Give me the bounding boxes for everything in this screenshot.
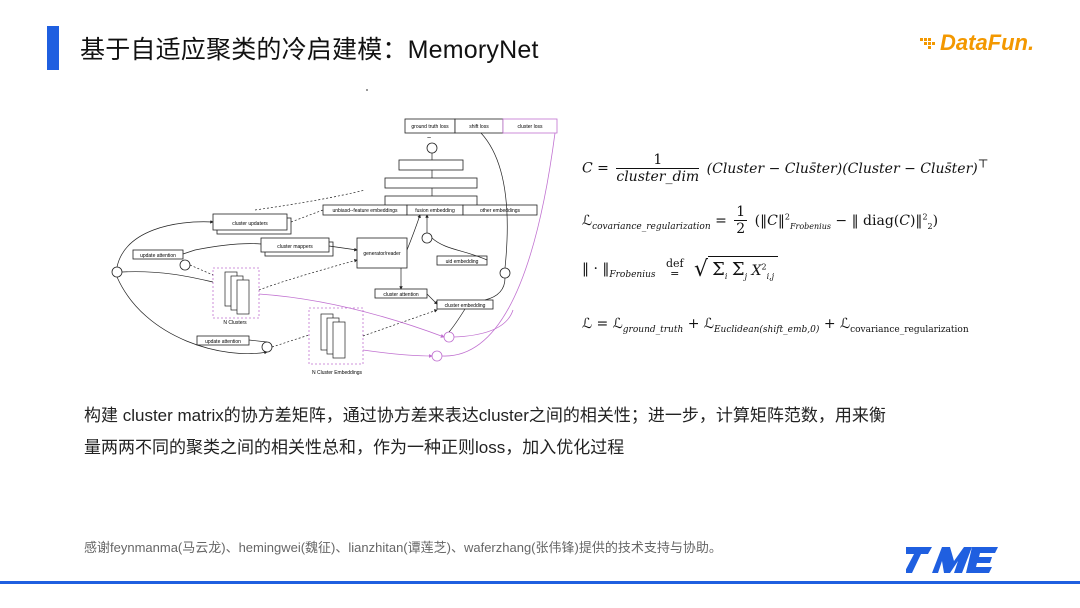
body-paragraph: 构建 cluster matrix的协方差矩阵，通过协方差来表达cluster之… (84, 400, 984, 464)
covariance-formula: C = 1 cluster_dim (Cluster − Clus̄ter)(C… (582, 152, 989, 185)
body-line-1: 构建 cluster matrix的协方差矩阵，通过协方差来表达cluster之… (84, 406, 886, 425)
unbiased-feature-embeddings-label: unbiasd--feature embeddings (332, 208, 398, 214)
datafun-logo: DataFun. (920, 30, 1060, 60)
cluster-embedding-label: cluster embedding (445, 303, 486, 309)
body-line-2: 量两两不同的聚类之间的相关性总和，作为一种正则loss，加入优化过程 (84, 438, 625, 457)
n-cluster-embeddings-label: N Cluster Embeddings (312, 370, 363, 376)
svg-text:~: ~ (427, 135, 431, 142)
uid-embedding-label: uid embedding (446, 259, 479, 265)
datafun-logo-text: DataFun. (940, 30, 1035, 55)
stray-dot (366, 89, 368, 91)
frobenius-norm-formula: ‖ · ‖Frobenius def= √ Σi Σj X2i,j (582, 256, 779, 283)
formula-panel: C = 1 cluster_dim (Cluster − Clus̄ter)(C… (582, 148, 1002, 348)
total-loss-formula: ℒ = ℒground_truth + ℒEuclidean(shift_emb… (582, 316, 969, 335)
title-accent-bar (47, 26, 59, 70)
bottom-divider (0, 581, 1080, 584)
fusion-embedding-label: fusion embedding (415, 208, 455, 214)
datafun-dots-icon (920, 38, 935, 49)
covariance-regularization-formula: ℒcovariance_regularization = 1 2 (‖C‖2Fr… (582, 204, 939, 237)
n-clusters-label: N Clusters (223, 320, 247, 326)
page-title: 基于自适应聚类的冷启建模：MemoryNet (80, 36, 539, 64)
memorynet-diagram: ground truth loss shift loss cluster los… (111, 118, 558, 376)
update-attention-2-label: update attention (205, 339, 241, 345)
cluster-mappers-label: cluster mappers (277, 244, 313, 250)
update-attention-1-label: update attention (140, 253, 176, 259)
cluster-loss-label: cluster loss (517, 124, 543, 130)
tme-logo (906, 547, 998, 573)
generator-reader-label: generator/reader (363, 251, 401, 257)
other-embeddings-label: other embeddings (480, 208, 521, 214)
shift-loss-label: shift loss (469, 124, 489, 130)
cluster-updaters-label: cluster updaters (232, 221, 268, 227)
cluster-attention-label: cluster attention (383, 292, 419, 298)
ground-truth-loss-label: ground truth loss (411, 124, 449, 130)
acknowledgement-text: 感谢feynmanma(马云龙)、hemingwei(魏征)、lianzhita… (84, 540, 722, 555)
